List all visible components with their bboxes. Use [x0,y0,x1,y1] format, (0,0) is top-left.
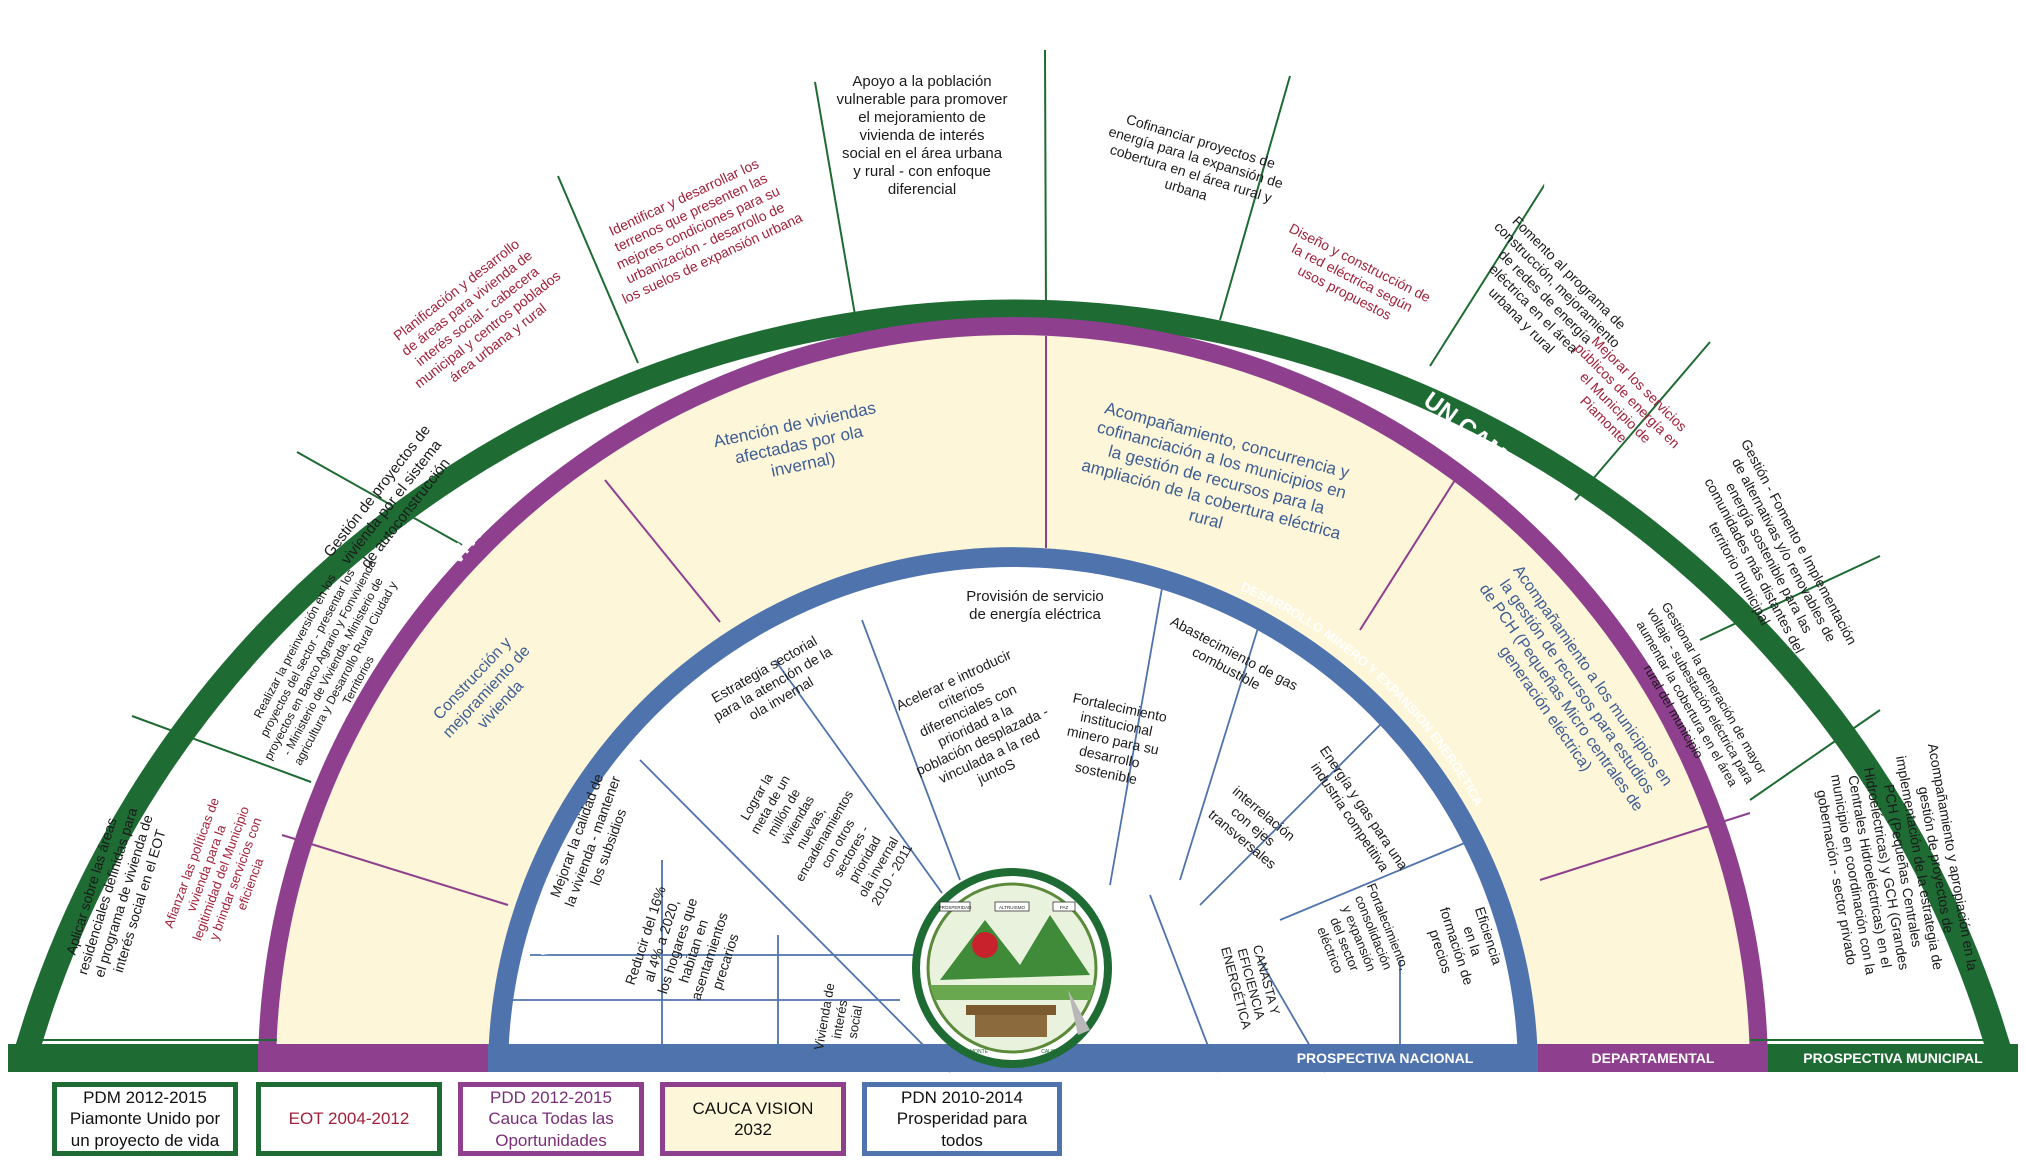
legend-pdm-text: PDM 2012-2015 Piamonte Unido por un proy… [69,1088,221,1150]
outer-sector-text-6: Identificar y desarrollar losterrenos qu… [591,148,805,307]
outer-sector-text-8: Cofinanciar proyectos deenergía para la … [1097,107,1290,224]
legend-cauca-vision-text: CAUCA VISION 2032 [692,1098,814,1139]
emblem-word-1: PROSPERIDAD [939,905,973,910]
outer-sector-text-14: Acompañamiento y apropiación en lagestió… [1809,742,1981,992]
emblem-bottom-left: PIAMONTE [962,1049,989,1055]
legend-pdn: PDN 2010-2014 Prosperidad para todos [862,1082,1062,1156]
legend-cauca-vision: CAUCA VISION 2032 [660,1082,846,1156]
inner-sector-text-8: Vivienda deinteréssocial [811,982,868,1057]
label-prospectiva-nacional: PROSPECTIVA NACIONAL [1297,1050,1474,1066]
base-strip-middle-left [258,1044,488,1072]
emblem-red-flower [972,932,998,958]
legend-pdn-text: PDN 2010-2014 Prosperidad para todos [896,1088,1028,1150]
emblem-bottom-right: CAUCA [1041,1049,1059,1055]
legend-pdd-text: PDD 2012-2015 Cauca Todas las Oportunida… [488,1088,614,1150]
emblem-word-3: PAZ [1060,905,1069,910]
base-strip-left [8,1044,258,1072]
outer-sector-text-5: Planificación y desarrollode áreas para … [380,228,573,405]
outer-dividers [35,49,1990,1041]
base-strip-departamental [1538,1044,1768,1072]
legend-pdd: PDD 2012-2015 Cauca Todas las Oportunida… [458,1082,644,1156]
label-prospectiva-municipal: PROSPECTIVA MUNICIPAL [1803,1050,1983,1066]
emblem-word-2: ALTRUISMO [999,905,1025,910]
middle-dividers [281,336,1751,906]
label-departamental: DEPARTAMENTAL [1592,1050,1715,1066]
legend-pdm: PDM 2012-2015 Piamonte Unido por un proy… [52,1082,238,1156]
inner-sector-text-12: CANASTA YEFICIENCIAENERGÉTICA [1218,937,1285,1031]
legend-eot-text: EOT 2004-2012 [288,1109,410,1129]
municipal-emblem: PROSPERIDAD ALTRUISMO PAZ PIAMONTE CAUCA [912,868,1112,1068]
inner-sector-text-6: Reducir del 16%al 4% a 2020,los hogares … [622,884,749,1013]
legend-eot: EOT 2004-2012 [256,1082,442,1156]
outer-sector-text-9: Diseño y construcción dela red eléctrica… [1271,220,1433,335]
inner-white-area [508,567,1518,1072]
base-strip-municipal [1768,1044,2018,1072]
